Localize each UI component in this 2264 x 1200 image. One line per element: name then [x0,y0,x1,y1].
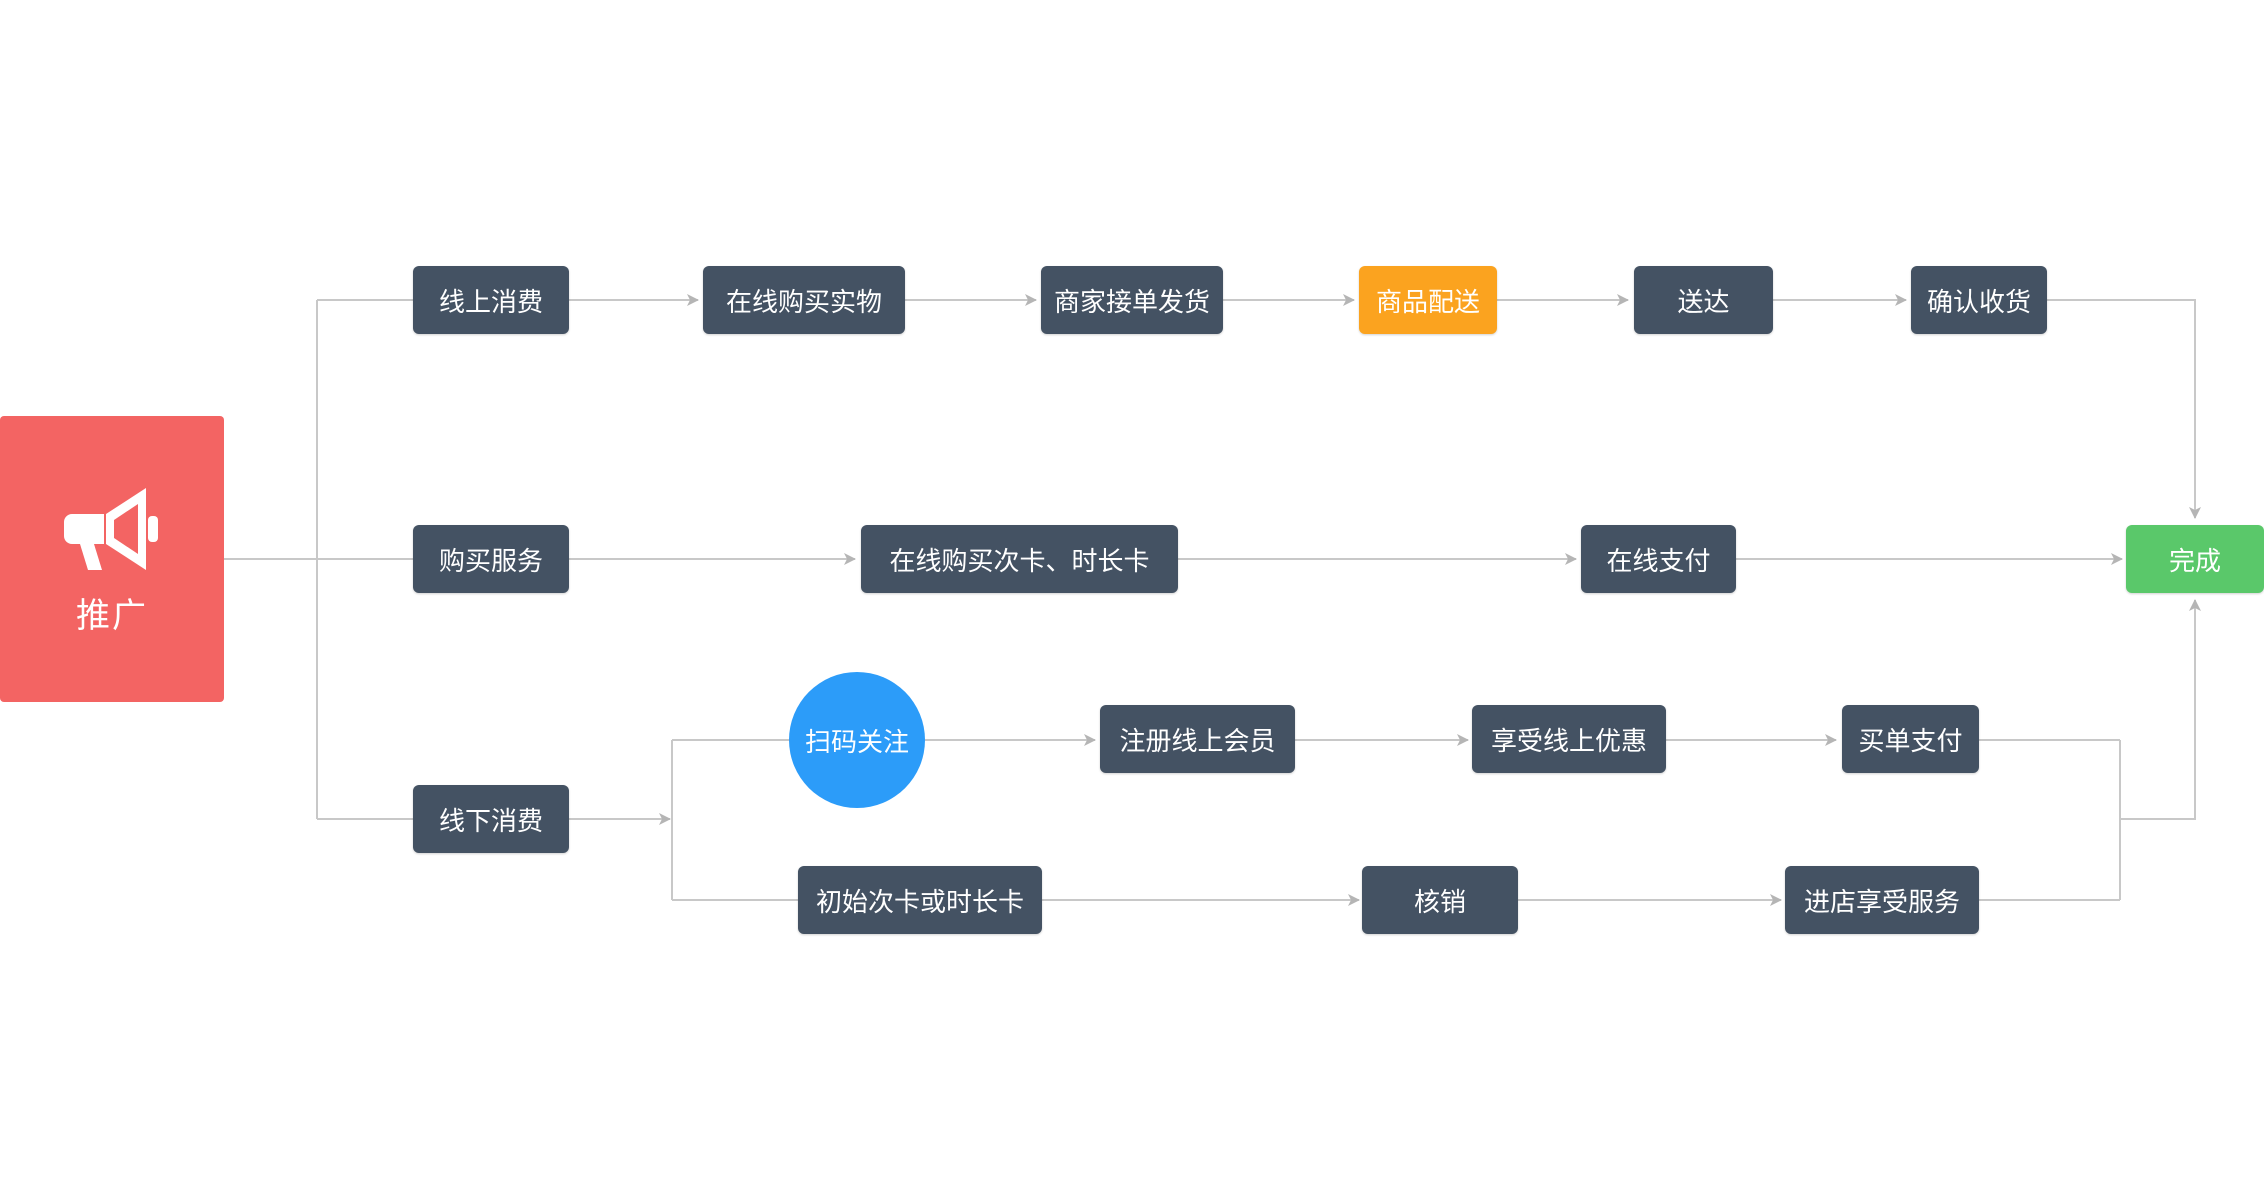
end-node[interactable]: 完成 [2126,525,2264,593]
step-online-merchant-ship[interactable]: 商家接单发货 [1041,266,1223,334]
step-online-confirm-receipt[interactable]: 确认收货 [1911,266,2047,334]
branch-offline[interactable]: 线下消费 [413,785,569,853]
megaphone-icon [64,487,158,570]
step-pay-bill[interactable]: 买单支付 [1842,705,1979,773]
branch-online[interactable]: 线上消费 [413,266,569,334]
step-online-delivered[interactable]: 送达 [1634,266,1773,334]
step-service-buy-card[interactable]: 在线购买次卡、时长卡 [861,525,1178,593]
branch-service[interactable]: 购买服务 [413,525,569,593]
start-node[interactable]: 推广 [0,416,224,702]
step-online-delivery[interactable]: 商品配送 [1359,266,1497,334]
start-label: 推广 [76,595,148,636]
step-in-store-service[interactable]: 进店享受服务 [1785,866,1979,934]
step-enjoy-discount[interactable]: 享受线上优惠 [1472,705,1666,773]
step-initial-card[interactable]: 初始次卡或时长卡 [798,866,1042,934]
arrow-online-end [2047,299,2201,519]
arrow-offline-end [2120,599,2201,820]
step-service-pay-online[interactable]: 在线支付 [1581,525,1736,593]
step-scan-follow[interactable]: 扫码关注 [789,672,925,808]
step-register-member[interactable]: 注册线上会员 [1100,705,1295,773]
step-online-buy-goods[interactable]: 在线购买实物 [703,266,905,334]
step-redeem[interactable]: 核销 [1362,866,1518,934]
